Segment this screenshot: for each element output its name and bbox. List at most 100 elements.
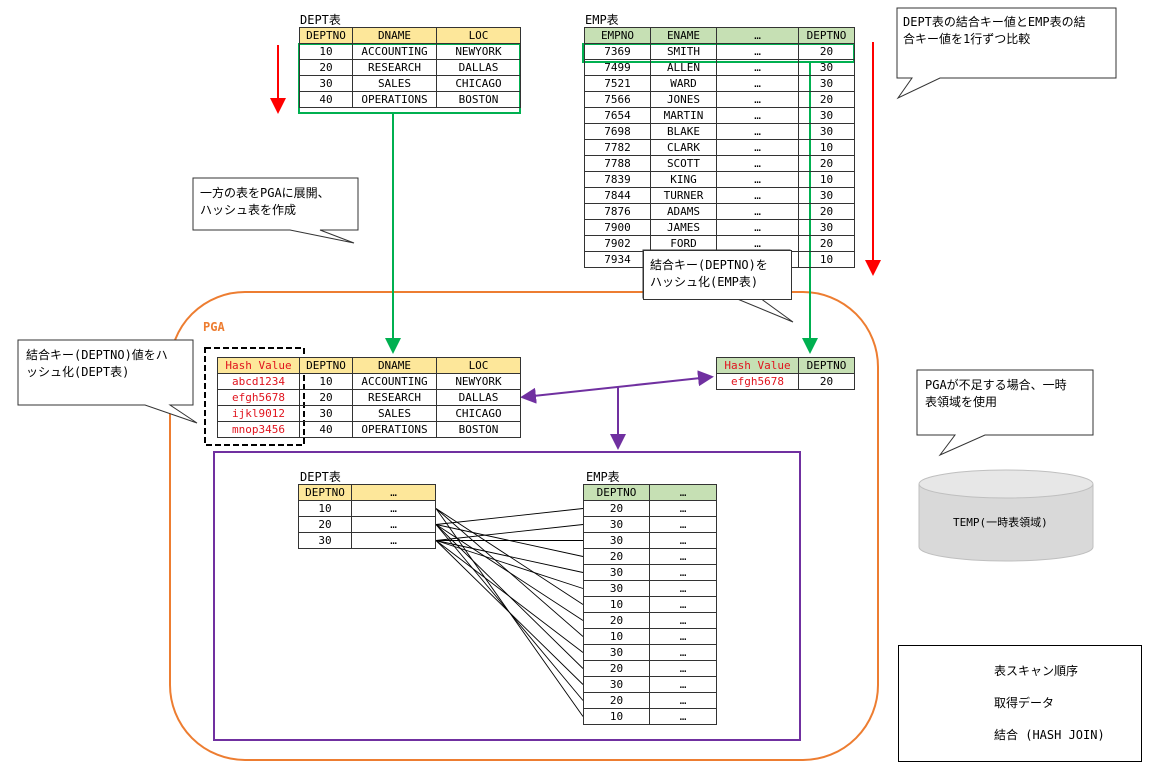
table-row: 10… (583, 596, 717, 613)
join-lines (435, 508, 584, 717)
bubble-build-text: 一方の表をPGAに展開、ハッシュ表を作成 (200, 186, 330, 217)
table-cell: 40 (299, 421, 353, 438)
table-cell: BOSTON (436, 91, 521, 108)
table-cell: 30 (798, 59, 855, 76)
table-cell: KING (650, 171, 717, 188)
table-cell: BLAKE (650, 123, 717, 140)
table-cell: … (649, 612, 717, 629)
table-cell: … (649, 564, 717, 581)
table-cell: 20 (798, 235, 855, 252)
table-cell: 30 (299, 75, 353, 92)
table-cell: 20 (299, 59, 353, 76)
table-cell: 30 (583, 676, 650, 693)
col-header: LOC (436, 27, 521, 44)
table-cell: efgh5678 (217, 389, 300, 406)
table-cell: … (716, 203, 799, 220)
table-cell: … (716, 187, 799, 204)
table-cell: … (351, 516, 436, 533)
col-header: DEPTNO (798, 357, 855, 374)
dept-top-caption: DEPT表 (300, 13, 341, 27)
table-cell: 40 (299, 91, 353, 108)
join-emp-caption: EMP表 (586, 470, 620, 484)
col-header: DEPTNO (298, 484, 352, 501)
bubble-top-right-text: DEPT表の結合キー値とEMP表の結合キー値を1行ずつ比較 (903, 15, 1086, 46)
table-cell: … (649, 516, 717, 533)
col-header: DEPTNO (299, 357, 353, 374)
join-dept-table: DEPTNO … 10…20…30… (298, 484, 436, 549)
table-cell: 7521 (584, 75, 651, 92)
join-box (213, 451, 801, 741)
table-cell: ijkl9012 (217, 405, 300, 422)
table-cell: 10 (299, 43, 353, 60)
table-cell: 7369 (584, 43, 651, 60)
table-row: 20… (583, 548, 717, 565)
table-cell: mnop3456 (217, 421, 300, 438)
table-cell: 20 (798, 155, 855, 172)
table-cell: SMITH (650, 43, 717, 60)
table-row: 30… (583, 644, 717, 661)
table-cell: 7900 (584, 219, 651, 236)
table-cell: 20 (583, 660, 650, 677)
table-cell: CHICAGO (436, 405, 521, 422)
join-line (435, 540, 584, 653)
col-header: DEPTNO (798, 27, 855, 44)
table-cell: 20 (798, 91, 855, 108)
table-row: 20… (583, 692, 717, 709)
table-cell: ACCOUNTING (352, 373, 437, 390)
table-row: 10… (583, 628, 717, 645)
table-cell: 10 (583, 708, 650, 725)
bubble-pga-short (916, 369, 1094, 457)
table-cell: … (649, 532, 717, 549)
legend (898, 645, 1142, 762)
col-header: LOC (436, 357, 521, 374)
table-cell: 20 (583, 500, 650, 517)
join-line (435, 524, 584, 541)
table-row: 30… (583, 516, 717, 533)
table-cell: 7902 (584, 235, 651, 252)
col-header: DNAME (352, 357, 437, 374)
table-cell: 7934 (584, 251, 651, 268)
table-cell: 20 (583, 548, 650, 565)
table-cell: 7698 (584, 123, 651, 140)
table-cell: 10 (583, 628, 650, 645)
table-cell: JONES (650, 91, 717, 108)
table-cell: … (716, 155, 799, 172)
table-cell: 7499 (584, 59, 651, 76)
table-row: 20… (583, 500, 717, 517)
table-cell: 20 (798, 203, 855, 220)
table-cell: WARD (650, 75, 717, 92)
join-emp-table: DEPTNO … 20…30…30…20…30…30…10…20…10…30…2… (583, 484, 717, 725)
col-header: … (716, 27, 799, 44)
table-cell: 7844 (584, 187, 651, 204)
col-header: … (351, 484, 436, 501)
table-cell: 10 (798, 171, 855, 188)
table-row: 10… (298, 500, 436, 517)
table-cell: … (716, 123, 799, 140)
table-cell: 20 (583, 612, 650, 629)
table-cell: … (716, 59, 799, 76)
table-cell: … (649, 628, 717, 645)
table-row: 30… (583, 564, 717, 581)
table-cell: CLARK (650, 139, 717, 156)
table-cell: … (649, 548, 717, 565)
table-cell: … (351, 532, 436, 549)
table-cell: 30 (299, 405, 353, 422)
col-header: Hash Value (217, 357, 300, 374)
table-cell: ACCOUNTING (352, 43, 437, 60)
table-cell: MARTIN (650, 107, 717, 124)
table-cell: OPERATIONS (352, 91, 437, 108)
table-cell: NEWYORK (436, 373, 521, 390)
